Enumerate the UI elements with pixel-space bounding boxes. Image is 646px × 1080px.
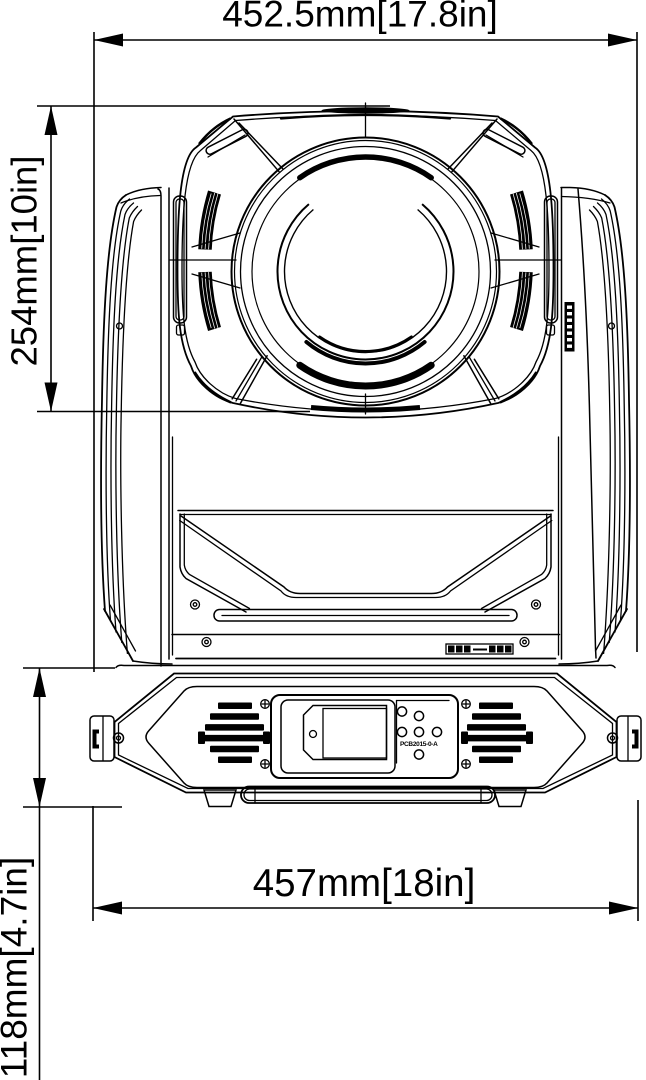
svg-text:254mm[10in]: 254mm[10in] [3,156,44,367]
svg-text:452.5mm[17.8in]: 452.5mm[17.8in] [222,0,498,35]
svg-text:118mm[4.7in]: 118mm[4.7in] [0,857,35,1078]
svg-text:457mm[18in]: 457mm[18in] [253,862,476,905]
svg-text:PCB2015-0-A: PCB2015-0-A [400,741,438,748]
